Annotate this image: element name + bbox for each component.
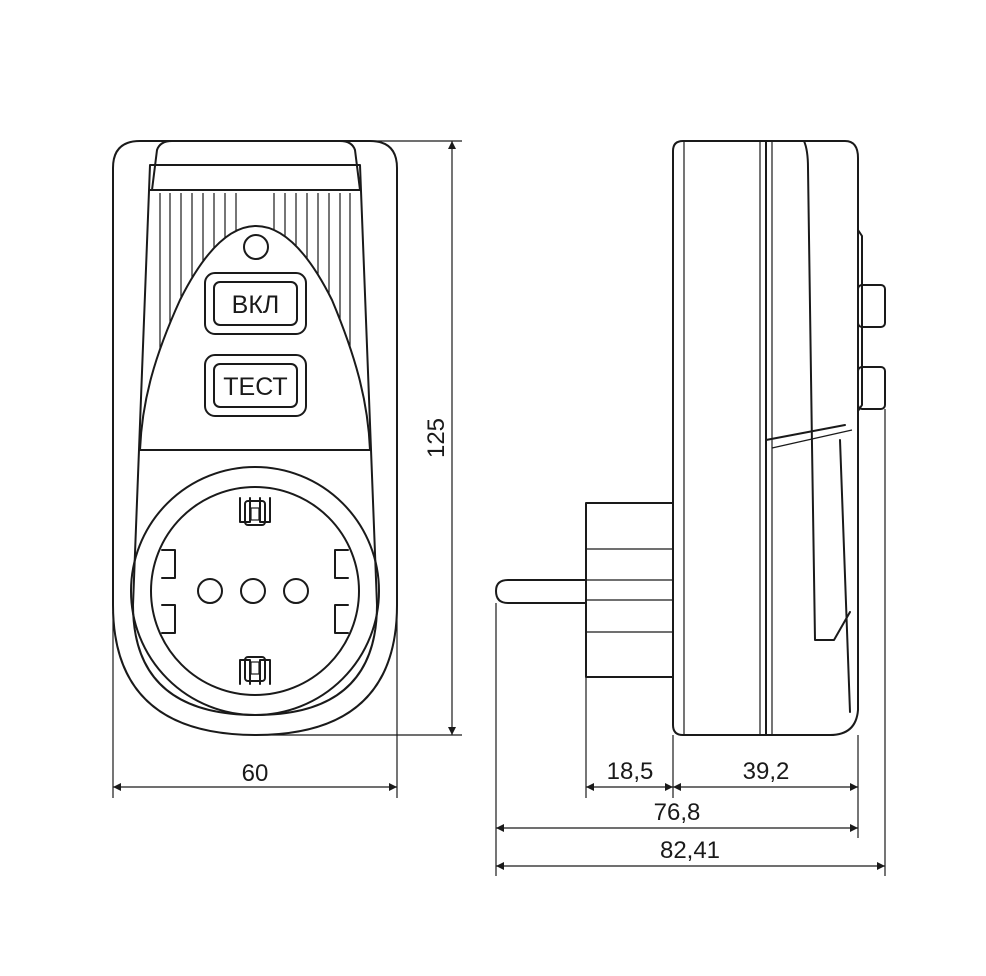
front-dimensions: 60 125 [112, 140, 462, 798]
socket-inner-ring [150, 486, 360, 696]
dim-height-label: 125 [423, 418, 450, 458]
pin-hole-left [197, 578, 223, 604]
side-guide-right-bottom [334, 604, 349, 634]
socket [130, 466, 380, 716]
plug-pin [495, 579, 587, 604]
on-button-label: ВКЛ [232, 291, 280, 319]
side-front-contour [803, 140, 851, 642]
dim-plug-length-label: 18,5 [607, 758, 654, 785]
top-cap [151, 140, 361, 191]
earth-clip-bottom [244, 656, 266, 682]
side-back-body [672, 140, 767, 736]
dim-total-depth-label: 76,8 [654, 799, 701, 826]
on-button[interactable]: ВКЛ [204, 272, 307, 335]
pin-hole-center [240, 578, 266, 604]
front-view: ВКЛ ТЕСТ [112, 140, 398, 736]
plug [495, 502, 674, 678]
test-button[interactable]: ТЕСТ [204, 354, 307, 417]
socket-outer-ring [130, 466, 380, 716]
side-front-body [765, 140, 859, 736]
test-button-label: ТЕСТ [223, 373, 287, 401]
plug-body [585, 502, 674, 678]
control-panel [138, 224, 372, 451]
side-guide-right-top [334, 549, 349, 579]
dim-total-depth-buttons-label: 82,41 [660, 837, 720, 864]
earth-clip-top [244, 500, 266, 526]
pin-hole-right [283, 578, 309, 604]
side-view [495, 140, 886, 736]
indicator-led [243, 234, 269, 260]
side-guide-left-top [161, 549, 176, 579]
side-on-button[interactable] [857, 284, 886, 328]
dim-body-depth-label: 39,2 [743, 758, 790, 785]
side-dimensions: 18,5 39,2 76,8 82,41 [495, 409, 886, 876]
side-test-button[interactable] [857, 366, 886, 410]
dim-width-label: 60 [242, 760, 269, 787]
side-parting-line [765, 424, 846, 441]
side-guide-left-bottom [161, 604, 176, 634]
